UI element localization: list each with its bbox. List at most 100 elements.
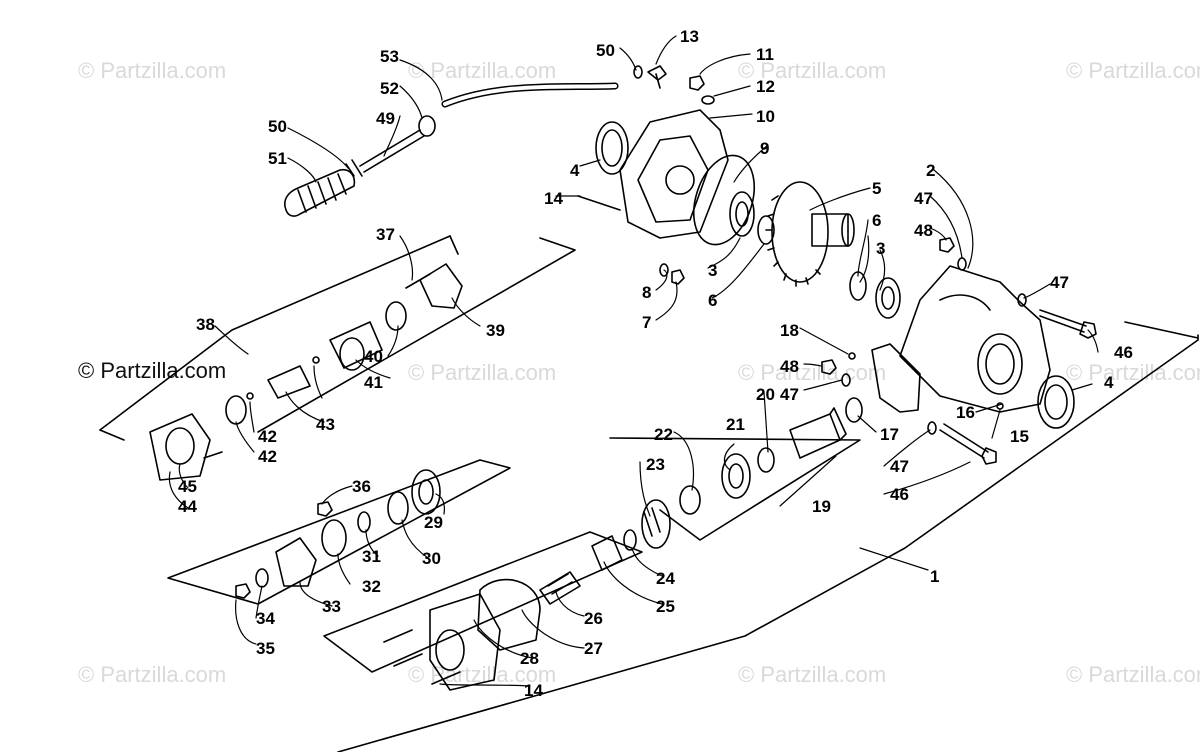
callout-15: 15: [1010, 427, 1029, 446]
bolt-14b: [393, 653, 423, 667]
callout-9: 9: [760, 139, 769, 158]
bolt-45: [203, 451, 223, 459]
group-outline-38c: [257, 237, 576, 433]
callout-2: 2: [926, 161, 935, 180]
callout-6: 6: [708, 291, 717, 310]
bearing-21: [721, 453, 751, 499]
callout-23: 23: [646, 455, 665, 474]
nut-11: [689, 75, 705, 91]
callout-21: 21: [726, 415, 745, 434]
callout-4: 4: [570, 161, 580, 180]
bolt-37: [405, 273, 431, 289]
callout-42: 42: [258, 447, 277, 466]
group-outline-38b: [99, 429, 125, 441]
callout-3: 3: [708, 261, 717, 280]
callout-14: 14: [544, 189, 563, 208]
callout-10: 10: [756, 107, 775, 126]
ball-42b: [312, 356, 320, 364]
flange-33: [275, 537, 317, 587]
washer-mid: [841, 373, 851, 387]
flange-39: [419, 263, 463, 309]
washer-31: [357, 511, 371, 533]
callout-48: 48: [780, 357, 799, 376]
watermark: © Partzilla.com: [1066, 662, 1200, 687]
callout-labels: 1233445667891011121314141516171819202122…: [178, 27, 1133, 700]
callout-53: 53: [380, 47, 399, 66]
rubber-boot: [283, 168, 356, 217]
housing-cover: [619, 109, 729, 239]
bearing-upper: [729, 191, 755, 237]
callout-17: 17: [880, 425, 899, 444]
snap-ring-20: [757, 447, 775, 473]
callout-46: 46: [890, 485, 909, 504]
shim-upper: [757, 215, 775, 245]
snap-ring-30: [387, 491, 409, 525]
callout-40: 40: [364, 347, 383, 366]
o-ring: [693, 154, 755, 246]
callout-22: 22: [654, 425, 673, 444]
callout-5: 5: [872, 179, 881, 198]
callout-38: 38: [196, 315, 215, 334]
watermark: © Partzilla.com: [738, 662, 887, 687]
callout-39: 39: [486, 321, 505, 340]
watermark: © Partzilla.com: [78, 662, 227, 687]
sleeve-25: [591, 535, 623, 571]
breather-shaft: [359, 129, 425, 173]
callout-48: 48: [914, 221, 933, 240]
callout-37: 37: [376, 225, 395, 244]
callout-47: 47: [780, 385, 799, 404]
coupler-41: [329, 321, 383, 369]
o-ring-40: [385, 301, 407, 331]
callout-26: 26: [584, 609, 603, 628]
callout-28: 28: [520, 649, 539, 668]
washer-upper: [957, 257, 967, 271]
callout-8: 8: [642, 283, 651, 302]
callout-4: 4: [1104, 373, 1114, 392]
callout-47: 47: [914, 189, 933, 208]
washer-right: [1017, 293, 1027, 307]
watermark: © Partzilla.com: [408, 360, 557, 385]
bearing-22: [679, 485, 701, 515]
bearing-17: [845, 397, 863, 423]
bolt-14c: [431, 671, 461, 685]
callout-3: 3: [876, 239, 885, 258]
seal-upper: [595, 121, 629, 175]
washer-lower: [927, 421, 937, 435]
bolt-14a: [383, 629, 413, 643]
callout-30: 30: [422, 549, 441, 568]
nut-lower: [821, 359, 837, 375]
callout-19: 19: [812, 497, 831, 516]
watermark: © Partzilla.com: [78, 58, 227, 83]
callout-33: 33: [322, 597, 341, 616]
callout-43: 43: [316, 415, 335, 434]
breather-fitting: [647, 65, 667, 89]
callout-36: 36: [352, 477, 371, 496]
group-outline-1b: [1124, 321, 1199, 339]
callout-25: 25: [656, 597, 675, 616]
main-housing: [899, 265, 1051, 413]
callout-49: 49: [376, 109, 395, 128]
nut-7: [671, 269, 685, 285]
washer-12: [701, 95, 715, 105]
seal-41: [225, 395, 247, 425]
watermark: © Partzilla.com: [1066, 360, 1200, 385]
callout-51: 51: [268, 149, 287, 168]
callout-12: 12: [756, 77, 775, 96]
callout-44: 44: [178, 497, 197, 516]
callout-41: 41: [364, 373, 383, 392]
ring-gear: [765, 181, 855, 287]
pinion-gear: [789, 407, 847, 459]
callout-34: 34: [256, 609, 275, 628]
gasket-27: [477, 578, 541, 651]
seal-right: [1037, 375, 1075, 429]
washer-8: [659, 263, 669, 277]
callout-35: 35: [256, 639, 275, 658]
ball-42: [246, 392, 254, 400]
callout-47: 47: [1050, 273, 1069, 292]
watermark: © Partzilla.com: [738, 58, 887, 83]
watermark: © Partzilla.com: [1066, 58, 1200, 83]
callout-16: 16: [956, 403, 975, 422]
ball-18: [848, 352, 856, 360]
